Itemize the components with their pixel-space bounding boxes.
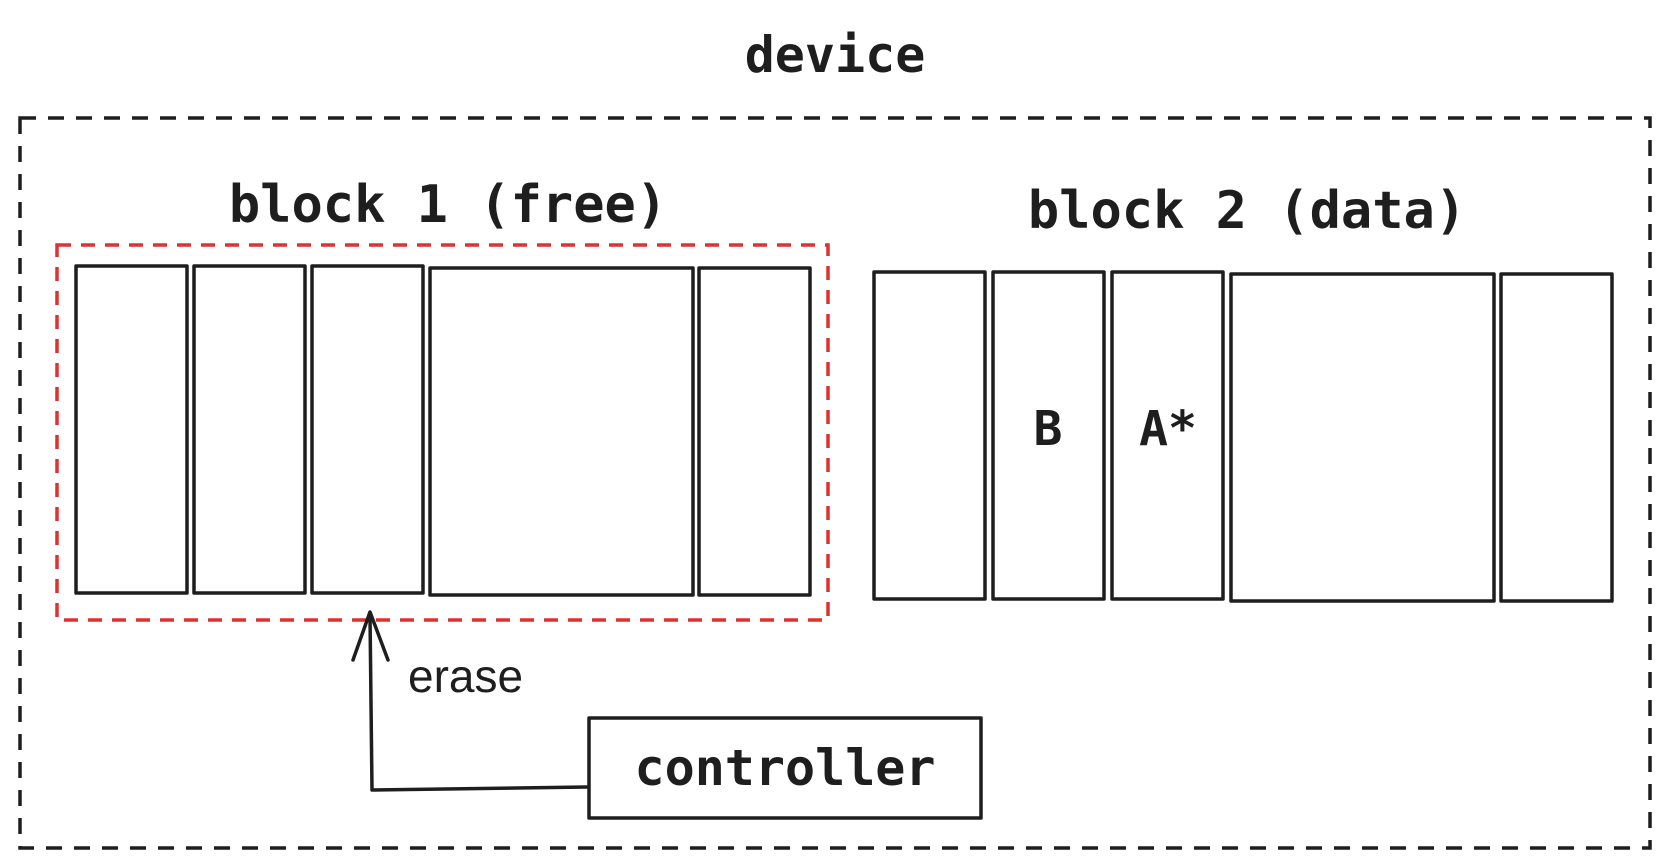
block-1-page-2: [192, 264, 307, 595]
erase-arrow: erase: [351, 610, 589, 792]
erase-arrow-line: [368, 613, 589, 792]
block-2-page-5: [1499, 272, 1614, 603]
block-1-page-1: [74, 264, 189, 595]
block-1-page-5: [697, 266, 812, 597]
device-boundary: [18, 116, 1652, 850]
block-2-label: block 2 (data): [1028, 181, 1466, 241]
erase-arrowhead: [351, 610, 390, 662]
block-1-page-3: [310, 264, 425, 595]
block-2-page-4: [1229, 272, 1496, 603]
block-1-page-4: [428, 266, 695, 597]
block-2-page-3: [1110, 270, 1225, 601]
block-2: block 2 (data) B A*: [872, 181, 1614, 603]
block-2-page-2: [991, 270, 1106, 601]
controller-box: controller: [587, 716, 983, 820]
block-1-label: block 1 (free): [229, 175, 667, 235]
block-2-page-1: [872, 270, 987, 601]
block-2-page-b-label: B: [1034, 401, 1063, 457]
controller-label: controller: [634, 739, 935, 797]
block-2-page-a-star-label: A*: [1139, 401, 1197, 457]
erase-label: erase: [408, 650, 523, 702]
device-label: device: [745, 26, 926, 84]
controller-rect: [587, 716, 983, 820]
erase-highlight: [55, 243, 830, 622]
block-1: block 1 (free): [55, 175, 830, 622]
